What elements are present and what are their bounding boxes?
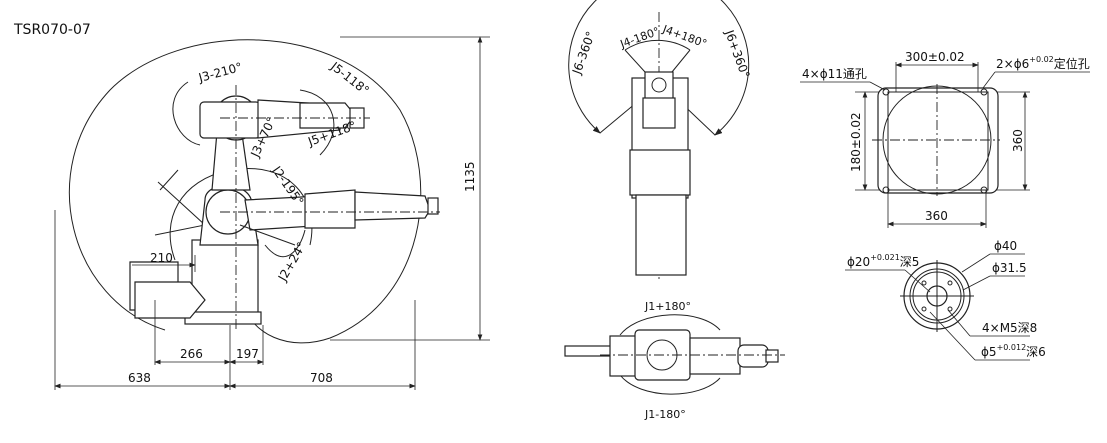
model-title: TSR070-07 (13, 22, 91, 38)
dim-height: 1135 (463, 161, 477, 192)
label-outer-dia: ϕ40 (994, 239, 1017, 253)
label-locating-pins: 2×ϕ6+0.02定位孔 (996, 55, 1090, 71)
dim-hole-spacing-y: 180±0.02 (849, 112, 863, 172)
base-plate-view: 300±0.02 4×ϕ11通孔 2×ϕ6+0.02定位孔 180±0.02 3… (800, 50, 1090, 228)
angle-j4-minus: J4-180° (618, 25, 662, 51)
label-bore: ϕ20+0.021深5 (847, 253, 919, 269)
dim-plate-width: 360 (925, 209, 948, 223)
work-envelope (68, 39, 422, 344)
dim-hole-spacing-x: 300±0.02 (905, 50, 965, 64)
angle-j3-minus: J3-210° (196, 60, 243, 85)
angle-j1-minus: J1-180° (644, 408, 686, 421)
label-pin: ϕ5+0.012深6 (981, 343, 1046, 359)
flange-view: ϕ20+0.021深5 ϕ40 ϕ31.5 4×M5深8 ϕ5+0.012深6 (845, 239, 1046, 361)
dim-638: 638 (128, 371, 151, 385)
dim-197: 197 (236, 347, 259, 361)
label-threads: 4×M5深8 (982, 321, 1037, 335)
side-view: J3-210° J5-118° J3+70° J5+118° J2-195° J… (54, 36, 490, 390)
top-view: J1+180° J1-180° (564, 300, 785, 421)
label-pcd: ϕ31.5 (992, 261, 1027, 275)
front-view: J6-360° J4-180° J4+180° J6+360° (568, 0, 752, 280)
angle-j1-plus: J1+180° (644, 300, 691, 313)
dim-266: 266 (180, 347, 203, 361)
dim-plate-height: 360 (1011, 129, 1025, 152)
dim-708: 708 (310, 371, 333, 385)
angle-j2-plus: J2+24° (275, 240, 309, 285)
dim-210: 210 (150, 251, 173, 265)
label-through-holes: 4×ϕ11通孔 (802, 67, 867, 81)
